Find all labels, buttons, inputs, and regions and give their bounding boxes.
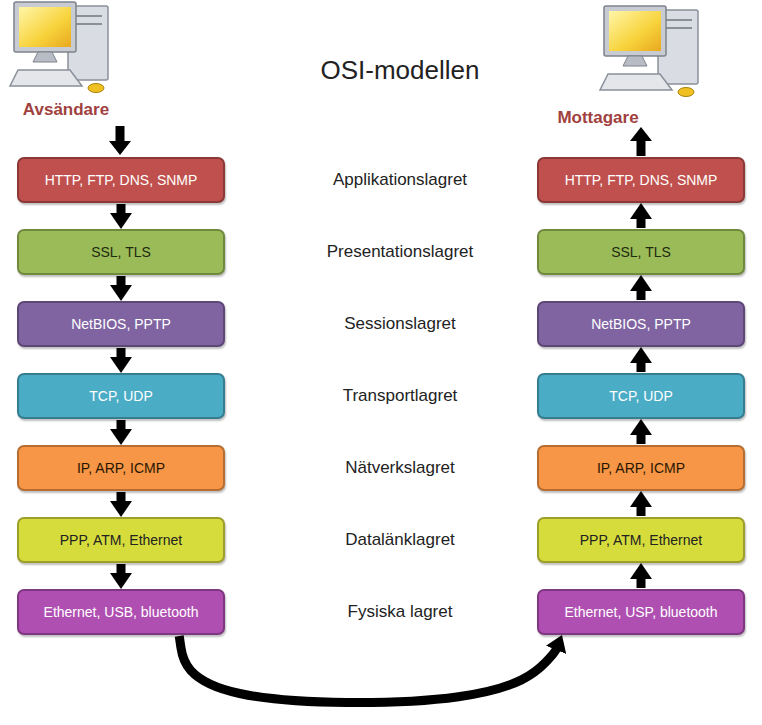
protocol-box: TCP, UDP (17, 373, 225, 419)
flow-arrow-head (109, 141, 131, 155)
protocol-box: Ethernet, USB, bluetooth (17, 589, 225, 635)
flow-arrow (117, 492, 126, 503)
protocol-text: SSL, TLS (85, 244, 157, 260)
flow-arrow (637, 433, 646, 444)
flow-arrow (117, 204, 126, 215)
flow-arrow (637, 289, 646, 300)
protocol-text: PPP, ATM, Ethernet (54, 532, 188, 548)
receiver-computer (600, 6, 698, 97)
flow-arrow (637, 361, 646, 372)
layer-name: Sessionslagret (344, 314, 456, 334)
protocol-text: NetBIOS, PPTP (65, 316, 177, 332)
protocol-text: NetBIOS, PPTP (585, 316, 697, 332)
flow-arrow (117, 420, 126, 431)
flow-arrow-head (630, 127, 652, 141)
host-label: Avsändare (23, 100, 109, 120)
flow-arrow (117, 348, 126, 359)
protocol-box: IP, ARP, ICMP (17, 445, 225, 491)
protocol-text: PPP, ATM, Ethernet (574, 532, 708, 548)
flow-arrow (637, 217, 646, 228)
flow-arrow (117, 276, 126, 287)
protocol-box: PPP, ATM, Ethernet (537, 517, 745, 563)
protocol-text: TCP, UDP (83, 388, 159, 404)
host-label: Mottagare (557, 108, 638, 128)
protocol-text: Ethernet, USP, bluetooth (558, 604, 723, 620)
protocol-text: HTTP, FTP, DNS, SNMP (559, 172, 724, 188)
protocol-text: SSL, TLS (605, 244, 677, 260)
protocol-box: NetBIOS, PPTP (537, 301, 745, 347)
protocol-box: SSL, TLS (17, 229, 225, 275)
flow-arrow (179, 636, 557, 703)
layer-name: Nätverkslagret (345, 458, 455, 478)
protocol-box: NetBIOS, PPTP (17, 301, 225, 347)
protocol-box: TCP, UDP (537, 373, 745, 419)
flow-arrow (117, 564, 126, 575)
protocol-box: Ethernet, USP, bluetooth (537, 589, 745, 635)
flow-arrow-shaft (116, 126, 125, 142)
sender-computer (10, 2, 108, 93)
flow-arrow-shaft (637, 140, 646, 156)
flow-arrow (637, 577, 646, 588)
protocol-box: HTTP, FTP, DNS, SNMP (537, 157, 745, 203)
layer-name: Transportlagret (343, 386, 458, 406)
flow-arrow (637, 505, 646, 516)
layer-name: Presentationslagret (327, 242, 473, 262)
diagram-title: OSI-modellen (321, 55, 480, 86)
protocol-text: Ethernet, USB, bluetooth (38, 604, 205, 620)
layer-name: Datalänklagret (345, 530, 455, 550)
protocol-box: IP, ARP, ICMP (537, 445, 745, 491)
protocol-text: HTTP, FTP, DNS, SNMP (39, 172, 204, 188)
layer-name: Fysiska lagret (348, 602, 453, 622)
protocol-text: IP, ARP, ICMP (591, 460, 691, 476)
protocol-box: HTTP, FTP, DNS, SNMP (17, 157, 225, 203)
protocol-box: PPP, ATM, Ethernet (17, 517, 225, 563)
protocol-text: TCP, UDP (603, 388, 679, 404)
protocol-box: SSL, TLS (537, 229, 745, 275)
protocol-text: IP, ARP, ICMP (71, 460, 171, 476)
layer-name: Applikationslagret (333, 170, 467, 190)
